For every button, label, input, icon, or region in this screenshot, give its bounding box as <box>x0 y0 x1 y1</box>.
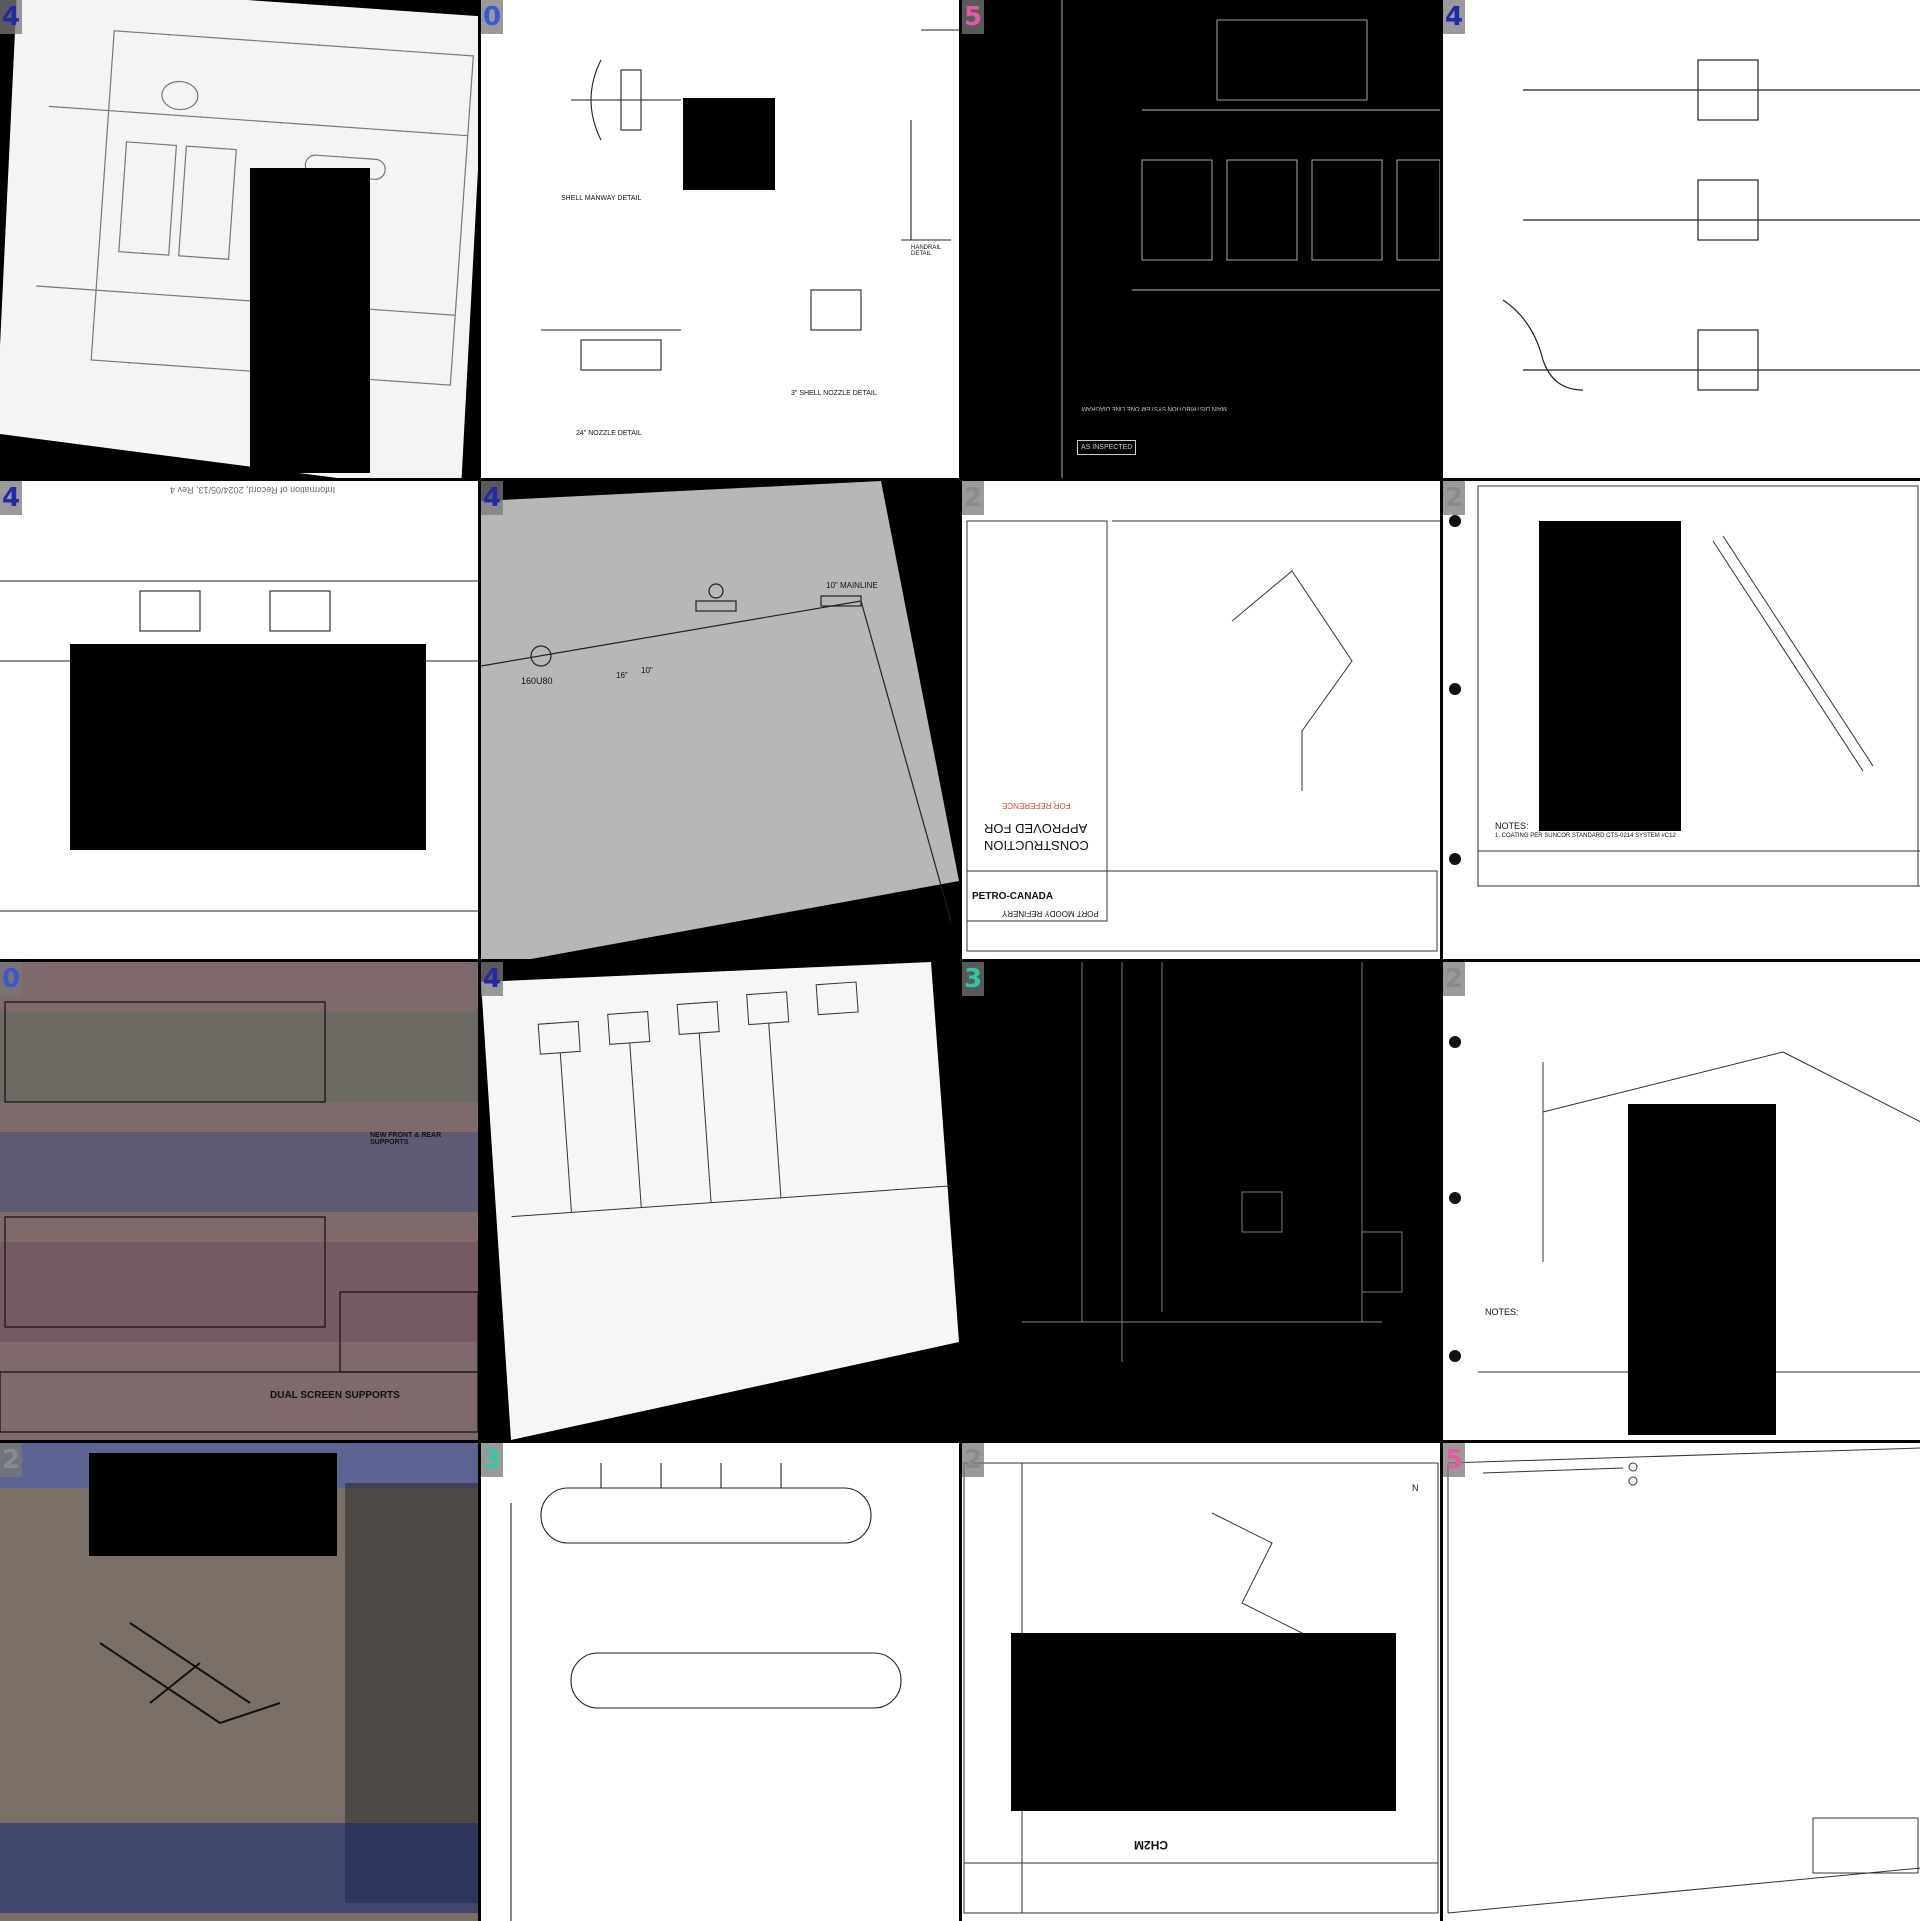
tile-index-badge: 4 <box>1443 0 1465 34</box>
label-new-front-rear-supports: NEW FRONT & REAR SUPPORTS <box>370 1132 442 1146</box>
tile-12: NOTES: 2 <box>1443 962 1920 1440</box>
tile-index-badge: 2 <box>1443 481 1465 515</box>
tile-5: Information of Record, 2024/05/13, Rev 4… <box>0 481 478 959</box>
tile-3: MAIN DISTRIBUTION SYSTEM ONE LINE DIAGRA… <box>962 0 1440 478</box>
tile-index-badge: 2 <box>0 1443 22 1477</box>
one-line-diagram-inverted <box>1061 0 1440 478</box>
tile-14: 3 <box>481 1443 959 1921</box>
tile-index-badge: 4 <box>481 962 503 996</box>
isometric-pipe-drawing <box>963 1462 1439 1914</box>
label-main-distribution-diagram: MAIN DISTRIBUTION SYSTEM ONE LINE DIAGRA… <box>1082 405 1227 411</box>
label-ch2m: CH2M <box>1134 1838 1169 1852</box>
label-3in-shell-nozzle-detail: 3" SHELL NOZZLE DETAIL <box>791 390 877 397</box>
label-information-of-record: Information of Record, 2024/05/13, Rev 4 <box>170 485 336 495</box>
vessel-pid-drawing <box>510 1463 902 1921</box>
label-coating-note: 1. COATING PER SUNCOR STANDARD CTS-0214 … <box>1495 833 1676 839</box>
sparse-wiring-drawing <box>1447 1447 1920 1914</box>
label-16in: 16" <box>616 671 628 680</box>
noisy-3d-model <box>0 1443 478 1921</box>
tile-15: N CH2M 2 <box>962 1443 1440 1921</box>
tile-index-badge: 2 <box>962 481 984 515</box>
label-approved-for: APPROVED FOR <box>984 821 1088 836</box>
label-north: N <box>1412 1483 1419 1493</box>
redaction-box <box>1011 1633 1396 1811</box>
tile-index-badge: 5 <box>1443 1443 1465 1477</box>
rotated-tank-pid <box>481 962 959 1440</box>
label-10in: 10" <box>641 666 653 675</box>
label-notes: NOTES: <box>1485 1307 1519 1317</box>
tile-index-badge: 4 <box>481 481 503 515</box>
tile-11: 3 <box>962 962 1440 1440</box>
tile-index-badge: 2 <box>1443 962 1465 996</box>
tile-index-badge: 4 <box>0 0 22 34</box>
tile-index-badge: 5 <box>962 0 984 34</box>
redaction-box <box>250 168 370 473</box>
label-petro-canada: PETRO-CANADA <box>972 891 1054 902</box>
tile-7: FOR REFERENCE APPROVED FOR CONSTRUCTION … <box>962 481 1440 959</box>
tile-13: 2 <box>0 1443 478 1921</box>
isometric-pipe-drawing <box>1449 485 1920 887</box>
redaction-box <box>1539 521 1681 831</box>
tile-1: 4 <box>0 0 478 478</box>
redaction-box <box>683 98 775 190</box>
redaction-box <box>70 644 426 850</box>
label-for-reference: FOR REFERENCE <box>1002 801 1071 810</box>
gray-pipeline-drawing <box>481 481 959 959</box>
label-as-inspected: AS INSPECTED <box>1077 440 1137 455</box>
rotated-pid-drawing <box>0 0 478 478</box>
label-port-moody-refinery: PORT MOODY REFINERY <box>1002 909 1099 918</box>
tile-index-badge: 0 <box>481 0 503 34</box>
nozzle-detail-drawing <box>541 29 959 371</box>
tile-4: 4 <box>1443 0 1920 478</box>
label-equipment-id: 160U80 <box>521 676 553 686</box>
redaction-box <box>89 1453 337 1556</box>
label-24in-nozzle-detail: 24" NOZZLE DETAIL <box>576 430 642 437</box>
label-notes: NOTES: <box>1495 821 1529 831</box>
tile-index-badge: 3 <box>481 1443 503 1477</box>
inverted-pid <box>1022 962 1403 1362</box>
noisy-support-drawing <box>0 962 478 1440</box>
label-10in-mainline: 10" MAINLINE <box>826 581 878 590</box>
tile-index-badge: 4 <box>0 481 22 515</box>
tile-16: 5 <box>1443 1443 1920 1921</box>
tile-9: NEW FRONT & REAR SUPPORTS DUAL SCREEN SU… <box>0 962 478 1440</box>
label-construction: CONSTRUCTION <box>984 838 1089 853</box>
redaction-box <box>1628 1104 1776 1435</box>
tank-pid-drawing <box>1502 59 1920 391</box>
tile-8: NOTES: 1. COATING PER SUNCOR STANDARD CT… <box>1443 481 1920 959</box>
tile-index-badge: 2 <box>962 1443 984 1477</box>
label-handrail-detail: HANDRAIL DETAIL <box>911 245 942 257</box>
tile-10: 4 <box>481 962 959 1440</box>
tile-2: SHELL MANWAY DETAIL 24" NOZZLE DETAIL 3"… <box>481 0 959 478</box>
label-shell-manway-detail: SHELL MANWAY DETAIL <box>561 195 642 202</box>
label-dual-screen-supports: DUAL SCREEN SUPPORTS <box>270 1390 400 1401</box>
tile-6: 160U80 16" 10" 10" MAINLINE 4 <box>481 481 959 959</box>
isometric-pipe-drawing <box>966 520 1440 952</box>
tile-index-badge: 0 <box>0 962 22 996</box>
tile-index-badge: 3 <box>962 962 984 996</box>
